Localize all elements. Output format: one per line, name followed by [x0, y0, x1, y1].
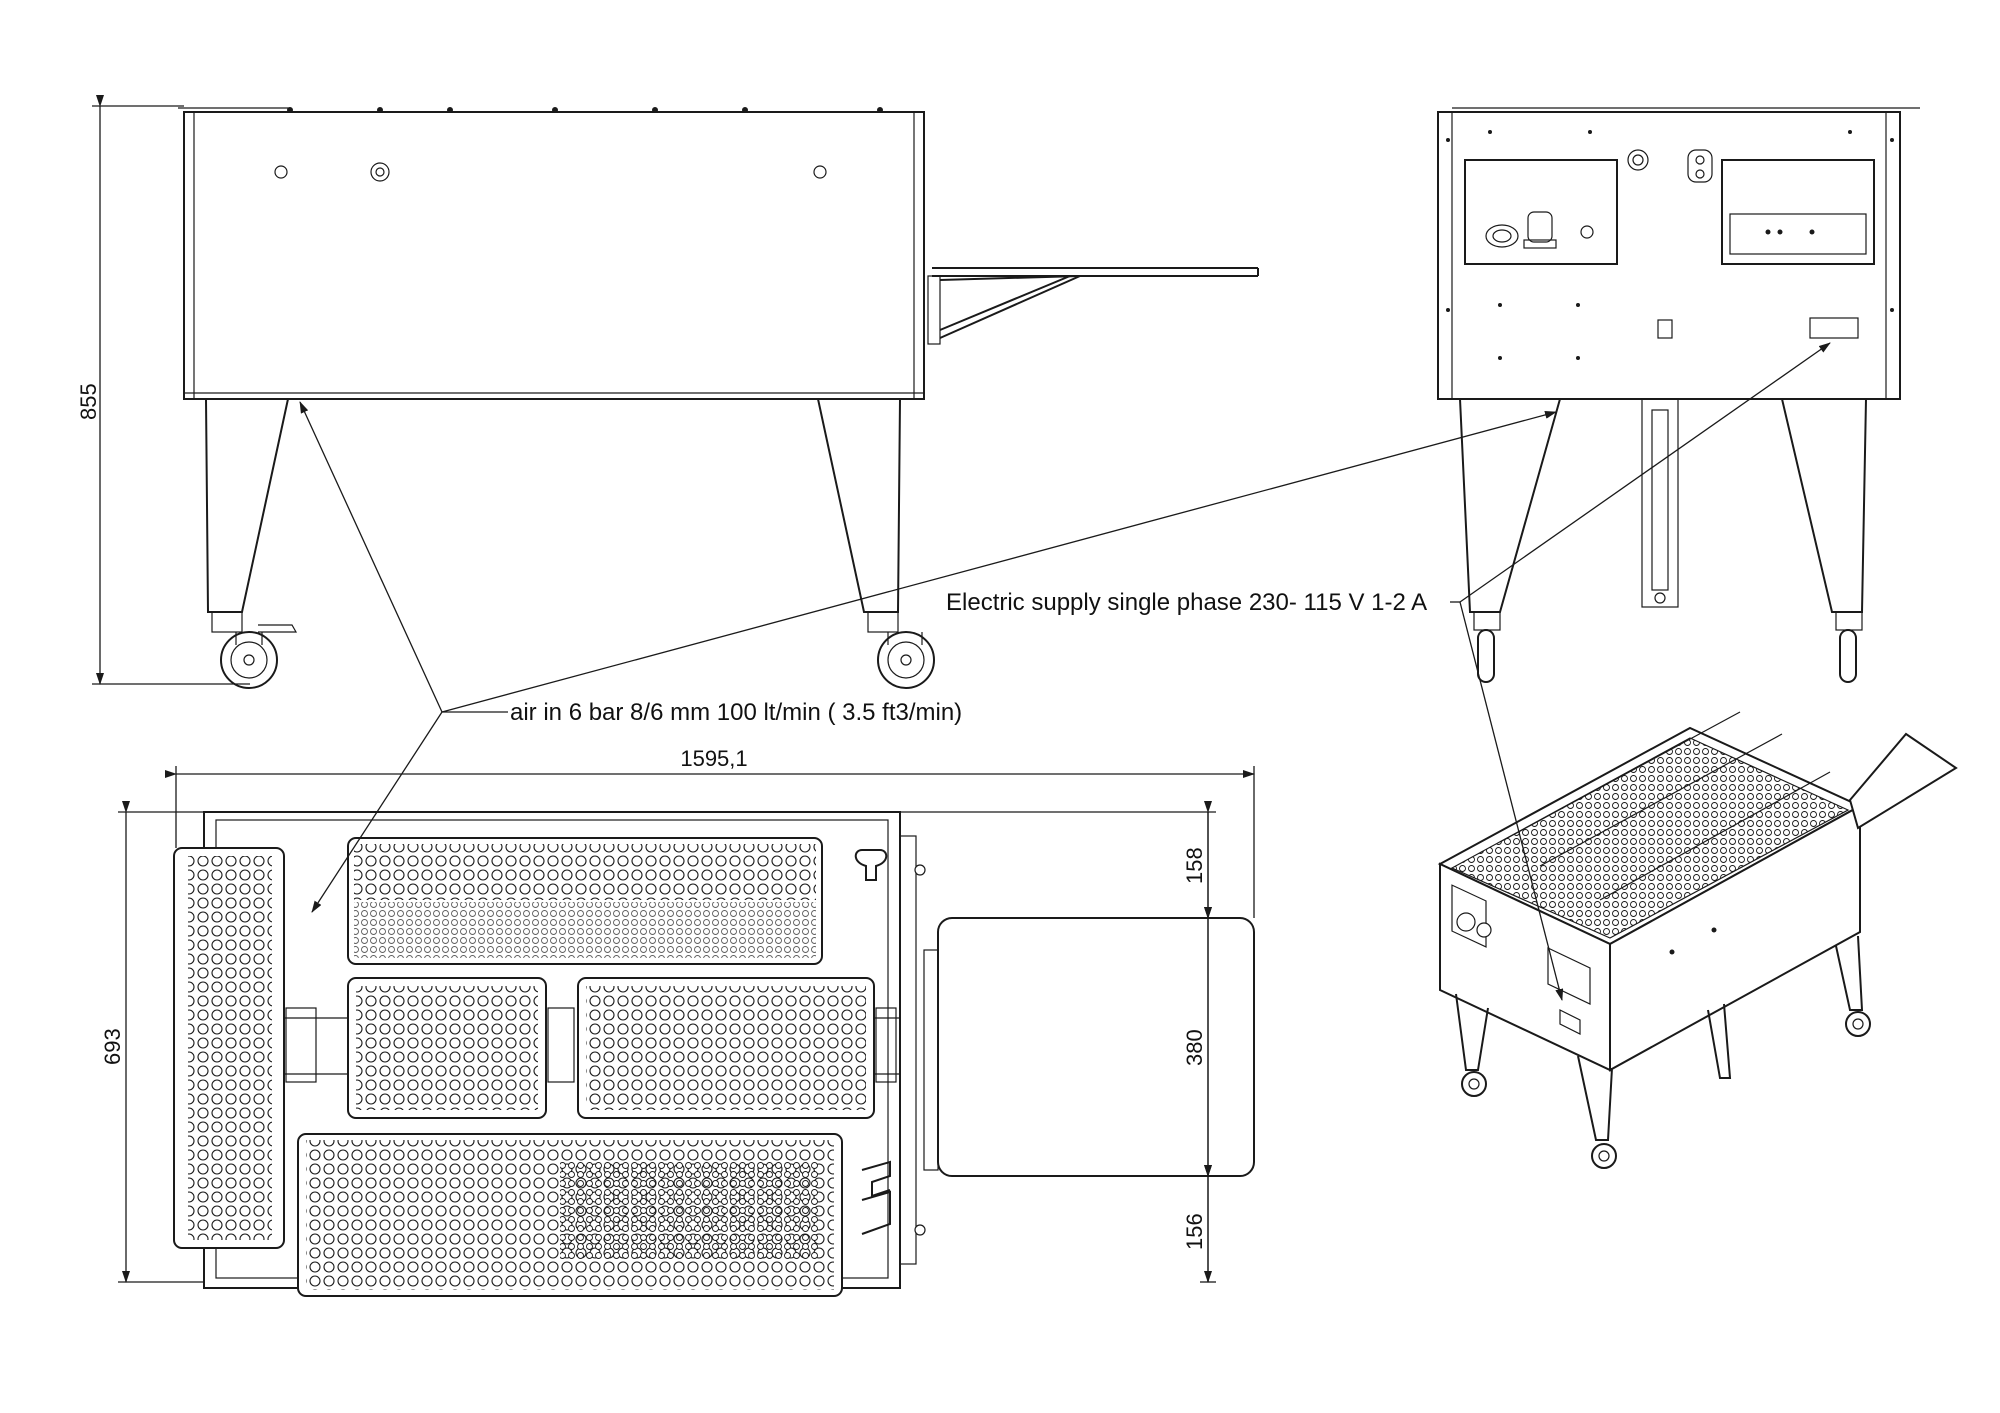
side-view: 855: [76, 95, 1259, 689]
dimension-158: 158: [1182, 847, 1207, 884]
height-dimension: 855: [76, 383, 101, 420]
callout-leaders: [299, 342, 1831, 1001]
air-supply-callout: air in 6 bar 8/6 mm 100 lt/min ( 3.5 ft3…: [510, 699, 962, 726]
top-view: 1595,1 693 158 380 156: [100, 746, 1255, 1297]
length-dimension: 1595,1: [680, 746, 747, 771]
dimension-156: 156: [1182, 1213, 1207, 1250]
width-dimension: 693: [100, 1028, 125, 1065]
dimension-380: 380: [1182, 1029, 1207, 1066]
isometric-view: [1437, 711, 1958, 1169]
front-view: [1437, 107, 1920, 683]
electric-supply-callout: Electric supply single phase 230- 115 V …: [946, 589, 1427, 616]
